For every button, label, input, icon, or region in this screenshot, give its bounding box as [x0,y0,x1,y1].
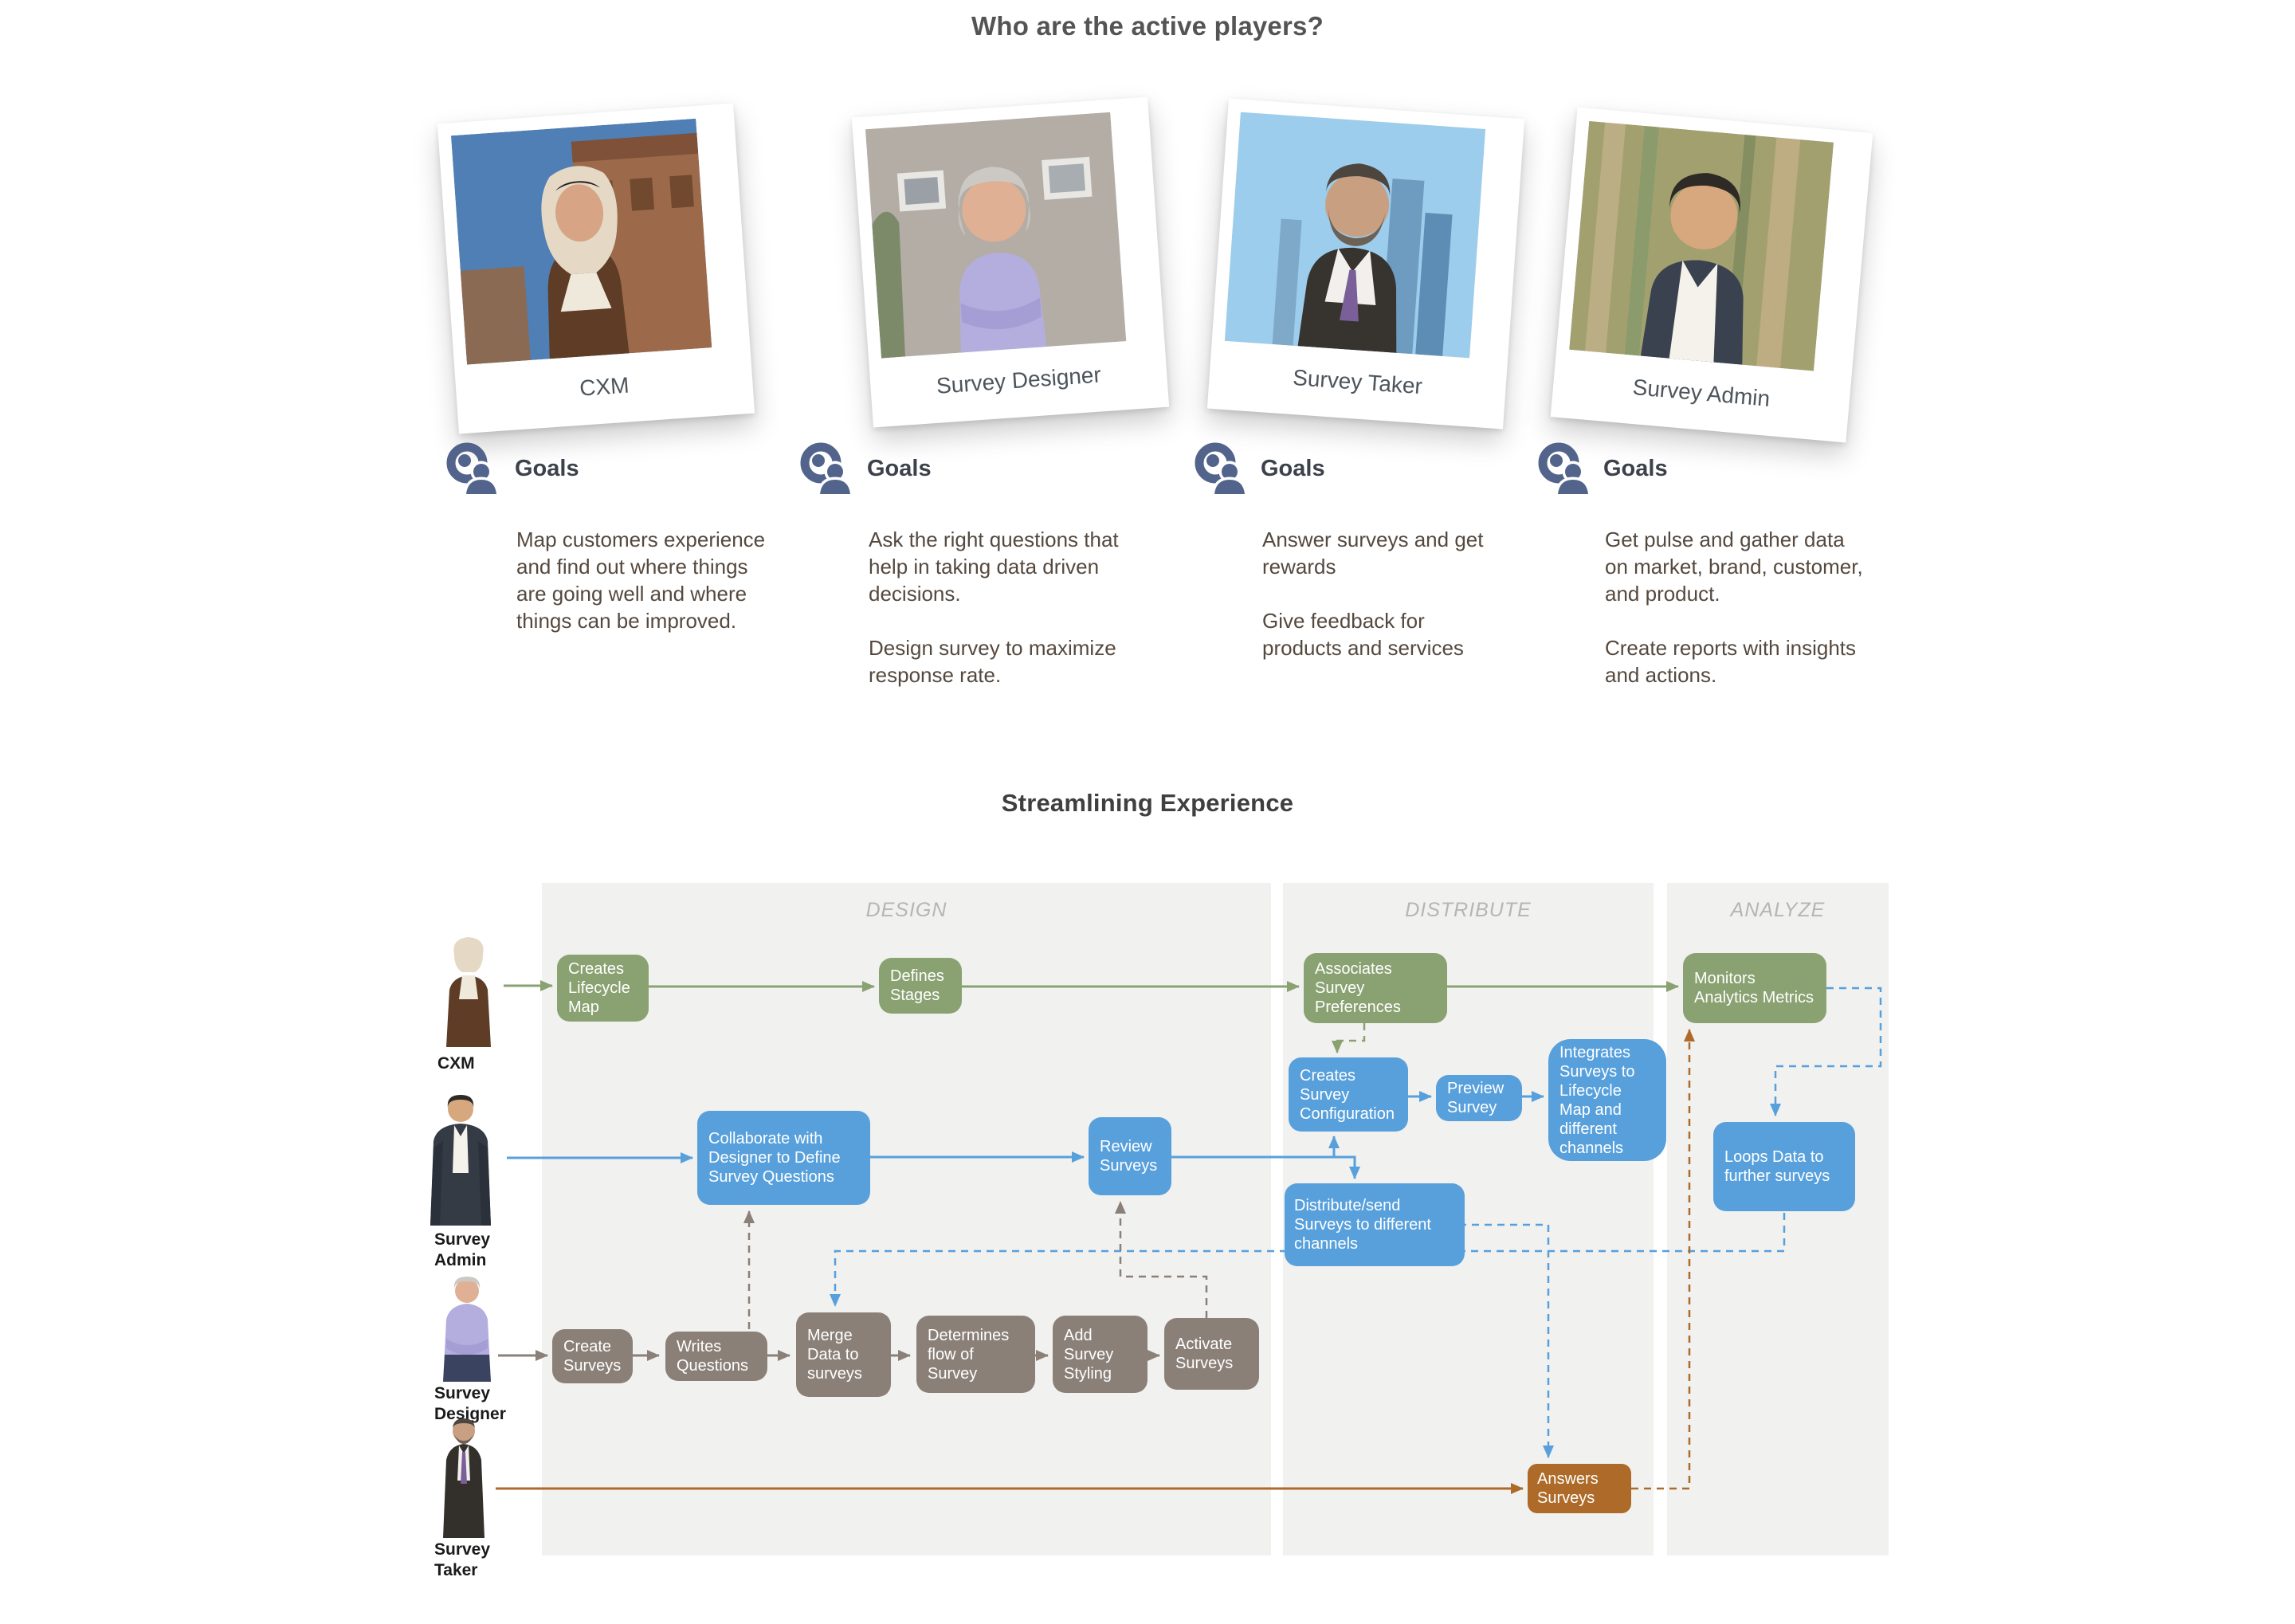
goals-icon [443,440,500,497]
goal-paragraph: Design survey to maximize response rate. [869,636,1116,687]
polaroid-survey-designer: Survey Designer [851,96,1170,428]
goals-heading: Goals [867,456,932,481]
node-monitors-analytics-metrics: Monitors Analytics Metrics [1683,953,1826,1023]
node-integrates-surveys: Integrates Surveys to Lifecycle Map and … [1548,1039,1666,1161]
node-preview-survey: Preview Survey [1436,1075,1522,1121]
node-writes-questions: Writes Questions [665,1332,767,1381]
node-loops-data: Loops Data to further surveys [1713,1122,1855,1211]
node-creates-survey-configuration: Creates Survey Configuration [1289,1057,1408,1132]
goal-paragraph: Answer surveys and get rewards [1262,528,1484,579]
goals-icon [1191,440,1249,497]
goal-paragraph: Give feedback for products and services [1262,609,1464,660]
node-add-survey-styling: Add Survey Styling [1053,1316,1148,1393]
goals-heading: Goals [515,456,579,481]
node-defines-stages: Defines Stages [879,958,962,1014]
node-create-surveys: Create Surveys [552,1329,633,1383]
node-distribute-send-surveys: Distribute/send Surveys to different cha… [1285,1183,1465,1266]
node-answers-surveys: Answers Surveys [1528,1464,1631,1513]
goal-paragraph: Get pulse and gather data on market, bra… [1605,528,1863,606]
actor-survey-designer-photo [435,1275,497,1386]
node-creates-lifecycle-map: Creates Lifecycle Map [557,955,649,1022]
node-activate-surveys: Activate Surveys [1164,1318,1259,1390]
goal-paragraph: Create reports with insights and actions… [1605,636,1857,687]
node-associates-survey-preferences: Associates Survey Preferences [1304,953,1447,1023]
survey-admin-photo [1569,120,1834,371]
node-review-surveys: Review Surveys [1089,1117,1171,1195]
goals-heading: Goals [1603,456,1668,481]
lane-label-design: DESIGN [865,899,947,921]
actor-label-survey-taker: Survey Taker [434,1540,491,1579]
goals-icon [1535,440,1592,497]
polaroid-survey-taker: Survey Taker [1206,98,1525,430]
goal-paragraph: Ask the right questions that help in tak… [869,528,1119,606]
survey-taker-goals: Answer surveys and get rewards Give feed… [1262,526,1501,688]
lane-label-distribute: DISTRIBUTE [1405,899,1532,921]
flow-title: Streamlining Experience [1001,789,1294,817]
actor-label-cxm: CXM [437,1054,475,1073]
lane-label-analyze: ANALYZE [1730,899,1826,921]
page-title: Who are the active players? [971,11,1324,41]
node-merge-data: Merge Data to surveys [796,1312,891,1397]
actor-label-survey-designer: Survey Designer [434,1384,506,1423]
node-determines-flow: Determines flow of Survey [916,1316,1035,1393]
actor-label-survey-admin: Survey Admin [434,1230,491,1269]
goals-icon [797,440,854,497]
actor-survey-admin-photo [418,1093,504,1230]
survey-designer-photo [865,112,1127,359]
actor-cxm-photo [437,936,500,1051]
node-collaborate-with-designer: Collaborate with Designer to Define Surv… [697,1111,870,1205]
survey-admin-goals: Get pulse and gather data on market, bra… [1605,526,1868,716]
polaroid-cxm: CXM [437,103,755,434]
polaroid-survey-admin: Survey Admin [1550,107,1873,443]
survey-designer-goals: Ask the right questions that help in tak… [869,526,1132,716]
actor-survey-taker-photo [437,1417,492,1542]
survey-taker-photo [1224,112,1486,359]
goals-heading: Goals [1261,456,1325,481]
cxm-goals: Map customers experience and find out wh… [516,526,779,661]
goal-paragraph: Map customers experience and find out wh… [516,528,766,633]
cxm-photo [450,118,712,365]
